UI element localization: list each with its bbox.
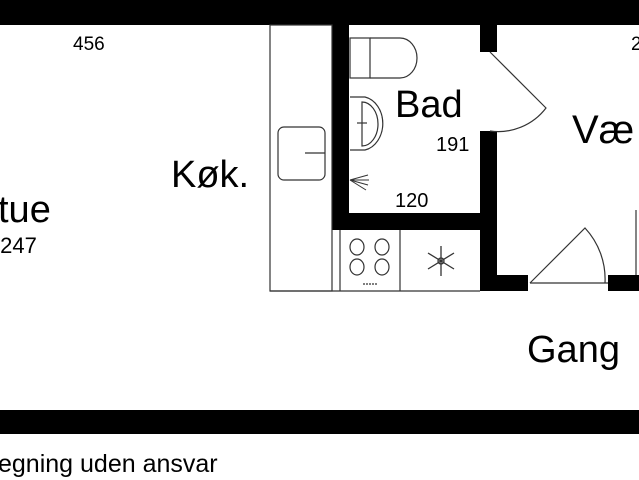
kitchen-sink-icon: [277, 126, 326, 181]
kitchen-counter: [269, 24, 333, 292]
bath-label: Bad: [395, 84, 463, 126]
bath-right-wall-top: [480, 25, 497, 52]
room-right-label: Væ: [572, 108, 634, 152]
bath-right-wall: [480, 131, 497, 291]
bath-bottom-wall: [332, 213, 497, 230]
top-wall: [0, 0, 639, 25]
living-room-label: tue: [0, 189, 51, 231]
room-right-dim: 2: [631, 34, 639, 55]
washbasin-icon: [350, 96, 384, 151]
kitchen-label: Køk.: [171, 154, 249, 196]
bath-left-wall: [332, 25, 349, 230]
bottom-wall: [0, 410, 639, 434]
living-width-label: 456: [73, 34, 105, 55]
shower-icon: [349, 174, 369, 191]
bath-dim-a: 191: [436, 134, 469, 156]
hall-wall-stub: [480, 275, 528, 291]
toilet-icon: [349, 37, 418, 79]
disclaimer-text: egning uden ansvar: [0, 450, 218, 478]
door-icon[interactable]: [529, 227, 608, 284]
freezer-snowflake-icon: [427, 246, 455, 276]
bath-dim-b: 120: [395, 190, 428, 212]
stove-icon: [349, 238, 390, 285]
door-icon[interactable]: [489, 51, 547, 133]
living-dimension-label: :247: [0, 233, 37, 258]
hall-wall-stub-right: [608, 275, 639, 291]
hallway-label: Gang: [527, 329, 620, 371]
